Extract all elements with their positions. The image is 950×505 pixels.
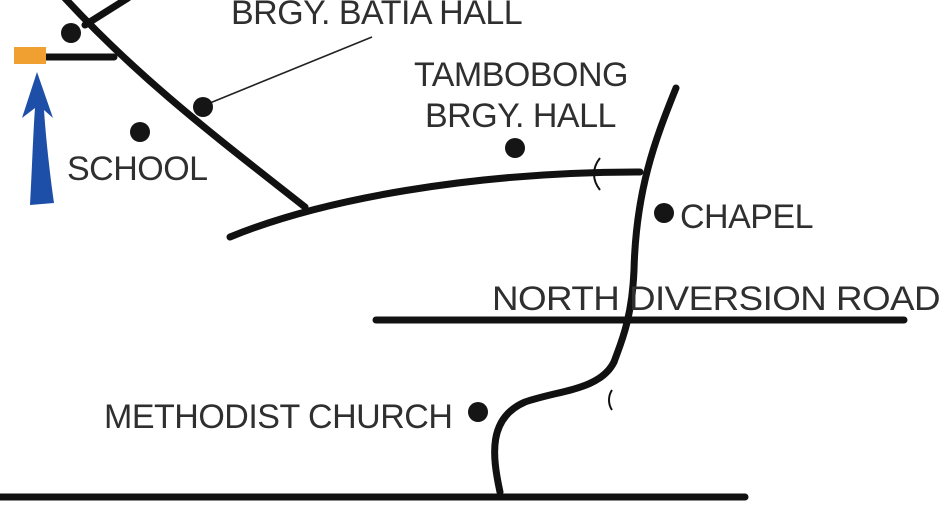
church-road <box>491 358 618 496</box>
school-marker <box>130 122 150 142</box>
diagonal-road <box>61 0 309 211</box>
school-label: SCHOOL <box>67 150 208 188</box>
north-diversion-road-label: NORTH DIVERSION ROAD <box>492 280 940 318</box>
tambobong-label-line1: TAMBOBONG <box>414 56 628 94</box>
roads <box>0 0 908 501</box>
batia-hall-leader-line <box>204 36 373 106</box>
top-left-marker <box>61 23 81 43</box>
bridge-mark-lower <box>608 389 613 411</box>
map-labels: BRGY. BATIA HALL TAMBOBONG BRGY. HALL SC… <box>67 0 941 436</box>
methodist-church-label: METHODIST CHURCH <box>104 398 452 436</box>
landmark-markers <box>61 23 674 422</box>
chapel-road <box>610 84 680 366</box>
bridge-mark <box>593 157 601 191</box>
chapel-label: CHAPEL <box>680 198 813 236</box>
chapel-marker <box>654 203 674 223</box>
top-spur-road <box>81 0 131 29</box>
start-marker <box>14 47 46 64</box>
tambobong-hall-marker <box>505 138 525 158</box>
batia-hall-marker <box>193 97 213 117</box>
up-arrow-icon <box>22 72 54 205</box>
tambobong-road <box>226 168 644 241</box>
batia-hall-label: BRGY. BATIA HALL <box>231 0 522 32</box>
tambobong-label-line2: BRGY. HALL <box>425 97 616 135</box>
methodist-church-marker <box>468 402 488 422</box>
